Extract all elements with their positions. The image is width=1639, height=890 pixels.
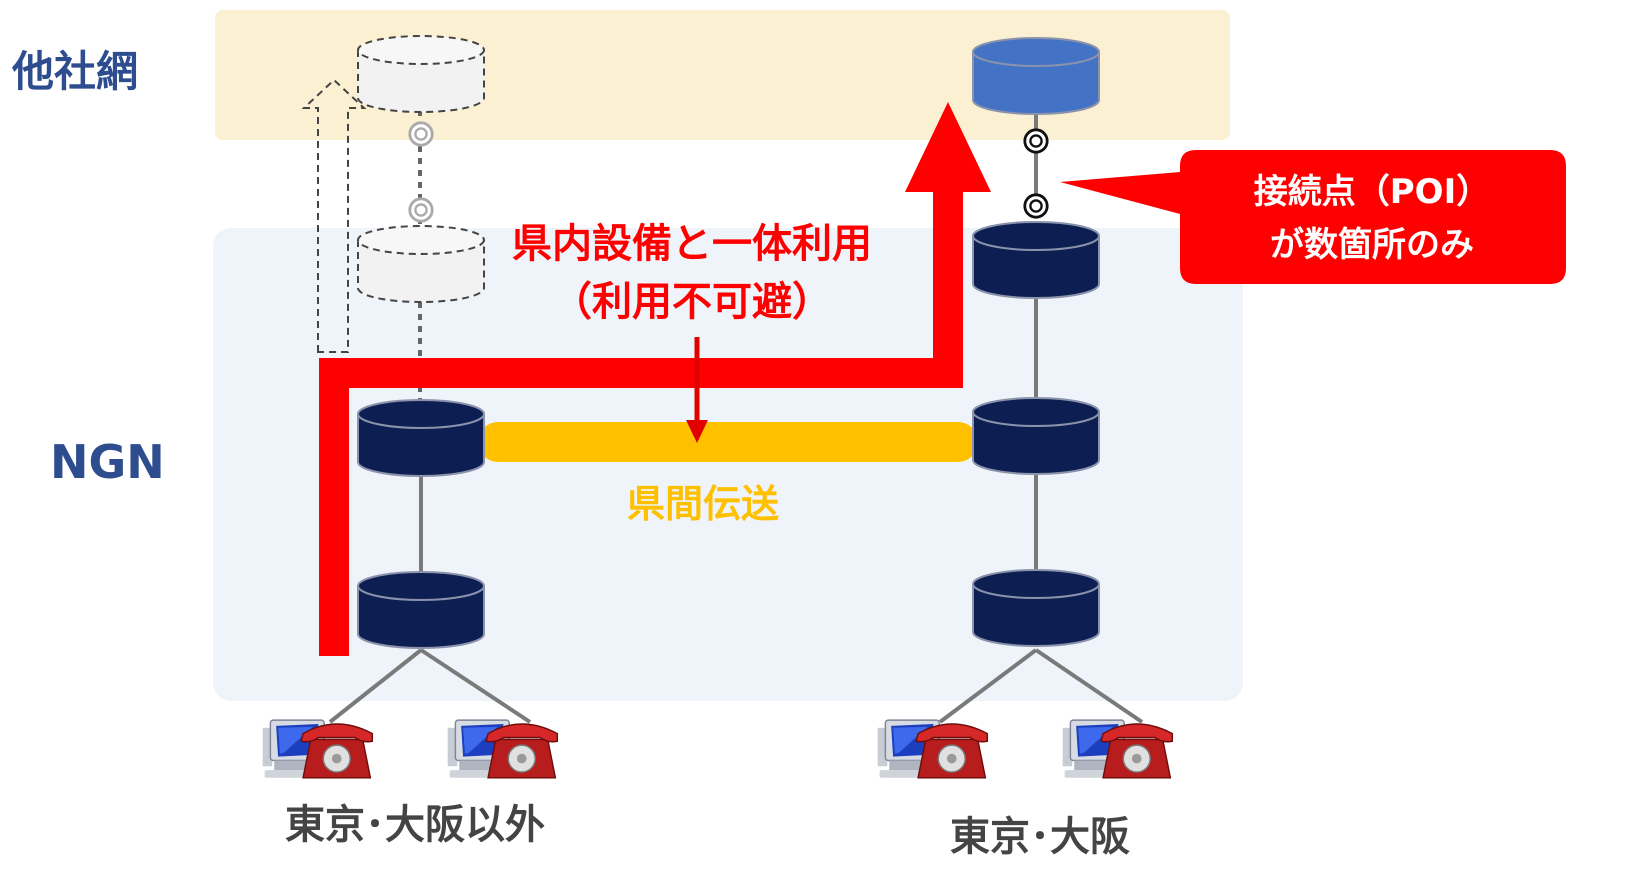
interprefecture-transmission-label: 県間伝送 [627,482,779,526]
poi-callout [1060,150,1566,284]
poi-connector-icon [1023,193,1049,219]
ghost-poi-lower [408,197,434,223]
integrated-use-text-2: （利用不可避） [552,279,832,325]
ghost-route-arrow [301,78,367,353]
annotation-pointer-head [686,420,708,443]
red-route-arrow [319,102,991,656]
poi-callout-text-1: 接続点（POI） [1254,172,1490,212]
right-terminal-link-a [938,648,1038,724]
left-terminal-a [261,719,374,779]
right-terminal-a [876,719,989,779]
poi-connector-icon [1023,128,1049,154]
ghost-poi-upper [408,121,434,147]
left-terminal-link-b [419,648,532,724]
right-region-label: 東京･大阪 [950,814,1130,860]
right-terminal-b [1061,719,1174,779]
other-network-router [972,37,1100,115]
left-router-upper [357,399,485,477]
ghost-router-top [357,35,485,113]
interprefecture-transmission-bar [478,422,978,462]
right-terminal-link-b [1034,648,1144,724]
ghost-router-mid [357,225,485,303]
left-terminal-link-a [328,648,423,724]
right-router-top [972,221,1100,299]
other-network-label: 他社網 [11,47,138,96]
left-region-label: 東京･大阪以外 [285,802,545,848]
ngn-label: NGN [50,435,165,489]
poi-callout-text-2: が数箇所のみ [1270,225,1474,265]
right-router-mid [972,397,1100,475]
left-router-lower [357,571,485,649]
left-terminal-b [446,719,559,779]
integrated-use-text-1: 県内設備と一体利用 [512,221,872,267]
right-router-lower [972,569,1100,647]
